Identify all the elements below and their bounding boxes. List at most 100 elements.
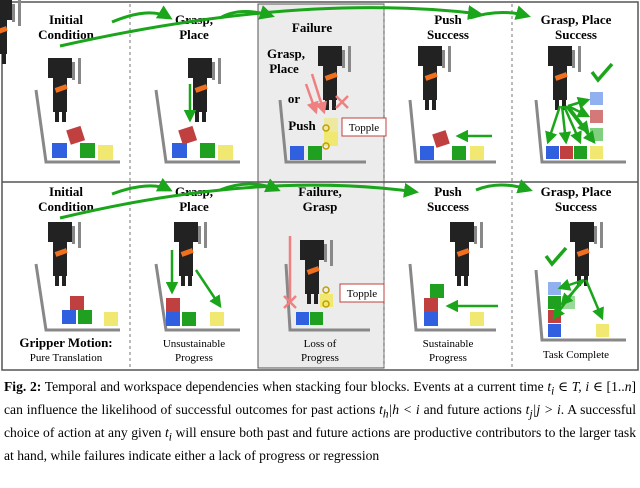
panel-title: Success <box>555 27 597 42</box>
topple-tag <box>341 117 387 137</box>
progress-arrow <box>59 182 419 220</box>
bin <box>34 89 626 342</box>
block <box>98 145 113 160</box>
progress-arrow <box>59 5 483 48</box>
block <box>210 312 224 326</box>
block <box>548 296 561 309</box>
panel-title: Failure, <box>298 184 341 199</box>
progress-arrow <box>475 179 533 194</box>
figure-caption: Fig. 2: Temporal and workspace dependenc… <box>4 378 636 466</box>
topple-marker <box>322 124 330 132</box>
caption-text: Temporal and workspace dependencies when… <box>44 379 544 394</box>
topple-marker <box>322 142 330 150</box>
panel-title: Grasp, Place <box>541 184 612 199</box>
caption-math: ti <box>547 379 555 398</box>
block <box>424 312 438 326</box>
block <box>548 282 561 295</box>
progress-arrow <box>111 5 173 24</box>
block <box>308 146 322 160</box>
panel-title: Success <box>555 199 597 214</box>
panel-title: Push <box>434 184 462 199</box>
panel-title: Condition <box>38 199 94 214</box>
block <box>590 146 603 159</box>
progress-arrow <box>219 178 281 193</box>
figure: Initial Condition Grasp, Place Failure G… <box>0 0 639 371</box>
panel-caption: Task Complete <box>543 349 609 361</box>
topple-tag-label: Topple <box>349 122 380 134</box>
block <box>596 324 609 337</box>
panel-title: Success <box>427 199 469 214</box>
block <box>290 146 304 160</box>
caption-math: tj|j > i <box>525 402 561 421</box>
check-icon <box>590 62 614 83</box>
block <box>62 310 76 324</box>
panel-caption: Sustainable <box>423 338 474 350</box>
progress-arrow <box>219 5 275 20</box>
panel-title: Grasp, Place <box>541 12 612 27</box>
topple-marker <box>322 286 330 294</box>
side-label: Push <box>288 118 316 133</box>
caption-text: and future actions <box>423 402 522 418</box>
block <box>546 146 559 159</box>
block <box>430 284 444 298</box>
figure-canvas: Initial Condition Grasp, Place Failure G… <box>0 0 639 371</box>
block <box>178 125 198 145</box>
panel-title: Failure <box>292 20 332 35</box>
caption-label: Fig. 2: <box>4 379 42 394</box>
panel-title: Success <box>427 27 469 42</box>
block <box>200 143 215 158</box>
block <box>590 110 603 123</box>
panel-title: Push <box>434 12 462 27</box>
panel-title: Initial <box>49 12 83 27</box>
check-icon <box>544 246 568 267</box>
caption-text: . A successful choice of action at any g… <box>4 402 637 441</box>
block <box>590 92 603 105</box>
caption-text: ] can influence the likelihood of succes… <box>4 379 637 418</box>
block <box>52 143 67 158</box>
topple-tag <box>339 283 385 303</box>
block <box>452 146 466 160</box>
action-arrow <box>165 84 604 321</box>
caption-math: th|h < i <box>379 402 420 421</box>
panel-caption: Progress <box>301 352 339 364</box>
panel-caption: Progress <box>175 352 213 364</box>
block <box>432 130 450 148</box>
panel-title: Grasp <box>303 199 338 214</box>
block <box>560 146 573 159</box>
progress-arrow <box>469 5 531 20</box>
block <box>66 125 86 145</box>
topple-marker <box>322 300 330 308</box>
panel-caption: Unsustainable <box>163 338 225 350</box>
block <box>218 145 233 160</box>
caption-text: ∈ [1.. <box>592 379 625 394</box>
block <box>310 312 323 325</box>
progress-arrow <box>111 177 173 196</box>
caption-text: will ensure both past and future actions… <box>4 425 637 464</box>
block <box>80 143 95 158</box>
topple-tag-label: Topple <box>347 288 378 300</box>
side-label: Grasp, <box>267 46 305 61</box>
block <box>574 146 587 159</box>
failure-arrow <box>283 73 349 309</box>
panel-title: Initial <box>49 184 83 199</box>
block <box>78 310 92 324</box>
block <box>182 312 196 326</box>
side-label: Place <box>269 61 299 76</box>
block <box>424 298 438 312</box>
panel-caption: Progress <box>429 352 467 364</box>
panel-caption: Loss of <box>304 338 337 350</box>
block <box>324 118 338 132</box>
panel-title: Condition <box>38 27 94 42</box>
panel-caption: Pure Translation <box>30 352 103 364</box>
block <box>166 298 180 312</box>
block <box>166 312 180 326</box>
caption-text: ∈ <box>557 379 569 394</box>
block <box>324 132 338 146</box>
block <box>296 312 309 325</box>
block <box>470 146 484 160</box>
block <box>420 146 434 160</box>
side-label: or <box>288 91 301 106</box>
caption-math: T, i <box>571 379 590 394</box>
panel-caption: Gripper Motion: <box>19 335 112 350</box>
block <box>104 312 118 326</box>
